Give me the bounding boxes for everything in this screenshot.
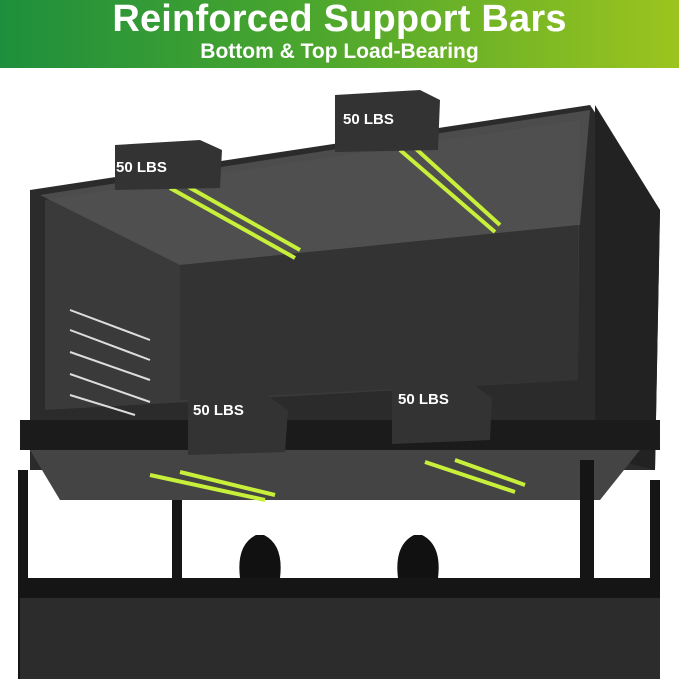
title-banner: Reinforced Support Bars Bottom & Top Loa… <box>0 0 679 68</box>
weight-label: 50 LBS <box>193 402 244 419</box>
heat-lamps <box>239 535 439 578</box>
stand-frame <box>18 460 660 679</box>
mesh-top <box>40 110 590 265</box>
side-panel <box>595 105 660 470</box>
weight-2: 50 LBS <box>335 90 440 152</box>
banner-title: Reinforced Support Bars <box>112 0 567 40</box>
weight-3: 50 LBS <box>188 394 288 455</box>
mid-frame <box>20 420 660 450</box>
weight-label: 50 LBS <box>343 111 394 128</box>
weight-1: 50 LBS <box>115 140 222 190</box>
terrarium-illustration: 50 LBS 50 LBS 50 LBS 50 LBS <box>18 90 660 679</box>
weight-label: 50 LBS <box>116 159 167 176</box>
weight-4: 50 LBS <box>392 382 492 444</box>
bottom-panel <box>30 450 640 500</box>
weight-label: 50 LBS <box>398 391 449 408</box>
back-wall <box>180 225 578 400</box>
banner-subtitle: Bottom & Top Load-Bearing <box>200 40 479 63</box>
support-bars <box>149 146 526 502</box>
vent-slots-left <box>69 309 151 416</box>
